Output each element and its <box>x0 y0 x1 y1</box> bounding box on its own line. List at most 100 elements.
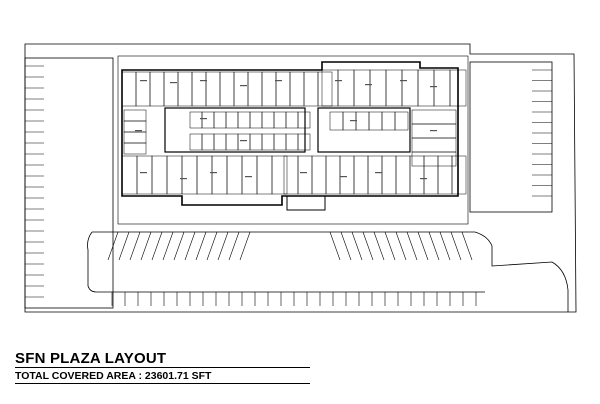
room-label-mark <box>180 178 187 180</box>
room <box>368 111 383 131</box>
parking-stall-line <box>329 231 341 261</box>
parking-stall-line <box>428 231 440 261</box>
parking-stall-line <box>118 231 130 261</box>
room <box>325 155 341 195</box>
room <box>261 71 277 107</box>
room <box>451 155 467 195</box>
room-label-mark <box>335 80 342 82</box>
room <box>273 111 287 129</box>
room <box>297 111 311 129</box>
room <box>423 155 439 195</box>
room <box>249 133 263 151</box>
parking-stall-line <box>384 231 396 261</box>
room <box>136 155 153 195</box>
room <box>191 71 207 107</box>
parking-stall-line <box>373 231 385 261</box>
parking-stall-line <box>450 231 462 261</box>
room <box>285 133 299 151</box>
room <box>289 71 305 107</box>
parking-stall-line <box>362 231 374 261</box>
room <box>297 155 313 195</box>
parking-stall-line <box>406 231 418 261</box>
front-drive-aisle <box>92 231 569 312</box>
parking-stall-line <box>107 231 119 261</box>
parking-stall-line <box>340 231 352 261</box>
room-label-mark <box>170 82 177 84</box>
room <box>411 151 457 167</box>
room <box>121 155 138 195</box>
room <box>275 71 291 107</box>
room <box>225 111 239 129</box>
room-label-mark <box>240 140 247 142</box>
room <box>273 133 287 151</box>
room <box>189 111 203 129</box>
room <box>166 155 183 195</box>
parking-stall-line <box>351 231 363 261</box>
room <box>321 69 339 107</box>
parking-stall-line <box>217 231 229 261</box>
room-label-mark <box>210 172 217 174</box>
room <box>401 69 419 107</box>
parking-stall-line <box>206 231 218 261</box>
room <box>149 71 165 107</box>
room <box>411 109 457 125</box>
room <box>283 155 299 195</box>
room-label-mark <box>430 130 437 132</box>
room <box>353 69 371 107</box>
room <box>201 133 215 151</box>
room <box>285 111 299 129</box>
parking-stall-line <box>228 231 240 261</box>
room <box>225 133 239 151</box>
room <box>367 155 383 195</box>
room <box>339 155 355 195</box>
room <box>123 109 147 122</box>
room <box>249 111 263 129</box>
room <box>135 71 151 107</box>
room <box>369 69 387 107</box>
room-label-mark <box>140 80 147 82</box>
room <box>353 155 369 195</box>
room <box>121 71 137 107</box>
room-label-mark <box>350 120 357 122</box>
room <box>311 155 327 195</box>
room <box>213 111 227 129</box>
room <box>303 71 319 107</box>
room <box>123 142 147 155</box>
room <box>181 155 198 195</box>
room <box>417 69 435 107</box>
room <box>211 155 228 195</box>
room-label-mark <box>400 80 407 82</box>
parking-stall-line <box>395 231 407 261</box>
room <box>261 111 275 129</box>
parking-stall-line <box>417 231 429 261</box>
parking-stall-line <box>461 231 473 261</box>
left-parking-lot <box>24 57 114 309</box>
room-label-mark <box>135 130 142 132</box>
parking-stall-line <box>184 231 196 261</box>
room <box>261 133 275 151</box>
room-labels <box>135 80 437 180</box>
room <box>256 155 273 195</box>
parking-stall-line <box>140 231 152 261</box>
room <box>233 71 249 107</box>
room <box>237 133 251 151</box>
right-parking-lot <box>469 61 553 213</box>
room <box>219 71 235 107</box>
parking-stall-line <box>151 231 163 261</box>
parking-stall-line <box>195 231 207 261</box>
parking-stall-line <box>239 231 251 261</box>
room <box>337 69 355 107</box>
room <box>437 155 453 195</box>
building-footprint <box>117 55 469 225</box>
parking-stall-line <box>173 231 185 261</box>
room <box>163 71 179 107</box>
left-parking-stalls <box>25 65 44 298</box>
room <box>385 69 403 107</box>
room-label-mark <box>140 172 147 174</box>
room-label-mark <box>240 85 247 87</box>
room-label-mark <box>200 80 207 82</box>
room <box>381 111 396 131</box>
room <box>395 155 411 195</box>
parking-stall-line <box>129 231 141 261</box>
